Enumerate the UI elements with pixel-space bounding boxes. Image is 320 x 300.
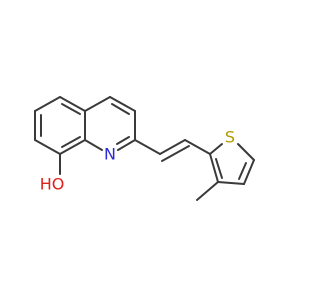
molecule-structure: N S HO: [34, 96, 255, 201]
nitrogen-label: N: [104, 145, 116, 164]
bond-layer: [34, 96, 255, 201]
bond: [61, 103, 81, 115]
bond: [59, 139, 86, 155]
bond: [159, 139, 186, 155]
bond: [61, 136, 81, 148]
bond: [134, 139, 161, 155]
bond: [217, 181, 245, 185]
bond: [243, 159, 255, 185]
bond: [237, 143, 255, 161]
bond: [215, 158, 223, 179]
sulfur-label: S: [225, 128, 235, 147]
bond: [209, 153, 219, 183]
bond: [117, 139, 136, 151]
bond: [238, 162, 247, 180]
bond: [209, 143, 223, 155]
bond: [34, 96, 61, 112]
hydroxyl-label: HO: [40, 175, 65, 194]
bond: [196, 181, 219, 201]
bond: [34, 139, 61, 155]
bond: [109, 96, 136, 112]
bond: [184, 139, 211, 155]
atom-labels: N S HO: [40, 128, 235, 194]
bond: [111, 103, 130, 115]
bond: [116, 136, 130, 145]
bond: [161, 145, 190, 162]
bond: [84, 96, 111, 112]
bond: [59, 96, 86, 112]
bond: [84, 139, 103, 151]
